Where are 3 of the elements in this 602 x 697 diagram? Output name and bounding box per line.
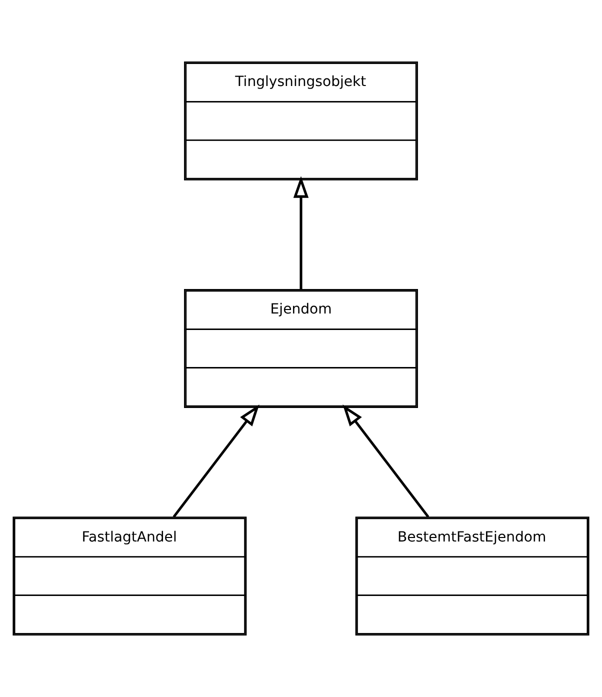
arrow bbox=[342, 404, 430, 518]
arrow bbox=[293, 176, 309, 290]
arrow bbox=[172, 404, 260, 518]
